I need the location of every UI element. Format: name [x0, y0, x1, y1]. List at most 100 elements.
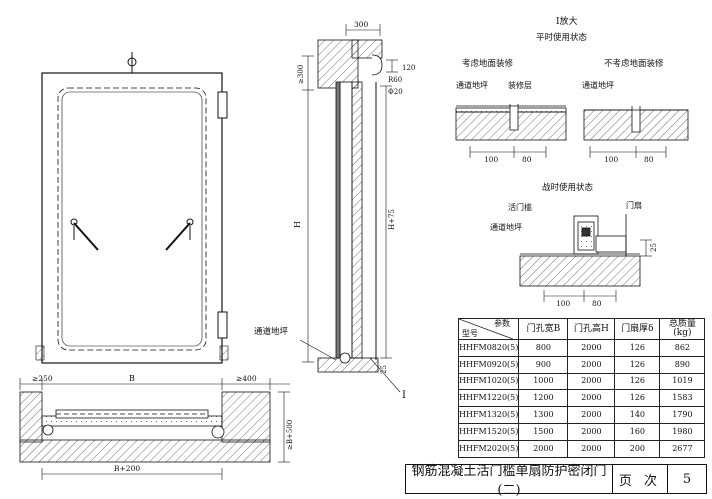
cell-mass: 1583 — [659, 389, 706, 408]
detail-normal-left — [455, 104, 567, 141]
cell-mass: 1790 — [659, 406, 706, 424]
cell-thickness: 126 — [614, 339, 661, 357]
detail-wartime-dims — [543, 239, 652, 302]
dim-80-b: 80 — [644, 155, 654, 164]
plan-dims — [41, 391, 290, 480]
dim-25-section: 25 — [380, 365, 388, 374]
dim-b200: B+200 — [114, 464, 140, 473]
movable-sill-label: 活门槛 — [508, 202, 532, 212]
cell-height: 2000 — [567, 355, 616, 374]
dim-300: 300 — [354, 20, 369, 29]
road-floor-label-1: 通道地坪 — [456, 80, 488, 90]
cell-width: 2000 — [518, 439, 569, 458]
cell-thickness: 126 — [614, 389, 661, 408]
dim-ge400: ≥400 — [236, 374, 257, 383]
col-mass: 总质量(kg) — [659, 318, 706, 340]
page-number: 5 — [682, 471, 692, 487]
cell-width: 1500 — [518, 422, 569, 441]
cell-thickness: 140 — [614, 406, 661, 424]
detail-normal-right — [583, 106, 689, 141]
header-model: 型号 — [462, 329, 478, 338]
drawing-title: 钢筋混凝土活门槛单扇防护密闭门(二) — [406, 464, 613, 498]
cell-thickness: 160 — [614, 422, 661, 441]
detail-normal-dims — [469, 146, 667, 158]
cell-height: 2000 — [567, 339, 616, 357]
cell-thickness: 200 — [614, 439, 661, 458]
finish-layer-label: 装修层 — [508, 80, 532, 90]
dim-r60: R60 — [388, 76, 402, 84]
consider-floor-label: 考虑地面装修 — [462, 58, 514, 69]
cell-thickness: 126 — [614, 372, 661, 391]
dim-h: H — [293, 221, 302, 228]
cell-width: 900 — [518, 355, 569, 374]
col-width: 门孔宽B — [518, 318, 569, 340]
section-dims — [299, 24, 401, 393]
header-param: 参数 — [494, 319, 510, 328]
cell-mass: 890 — [659, 355, 706, 374]
cell-width: 1000 — [518, 372, 569, 391]
col-height: 门孔高H — [567, 318, 616, 340]
cell-mass: 1019 — [659, 372, 706, 391]
cell-model: HHFM1320(5) — [457, 406, 520, 424]
normal-state-label: 平时使用状态 — [536, 32, 588, 43]
door-leaf-label: 门扇 — [626, 200, 642, 210]
cell-height: 2000 — [567, 422, 616, 441]
page-label: 页 次 — [613, 465, 668, 493]
cell-width: 1200 — [518, 389, 569, 408]
cell-mass: 1980 — [659, 422, 706, 441]
cell-height: 2000 — [567, 406, 616, 424]
detail-wartime — [519, 214, 641, 287]
spec-table: 参数 型号 门孔宽B 门孔高H 门扇厚δ 总质量(kg) HHFM0820(5)… — [457, 318, 706, 458]
cell-thickness: 126 — [614, 355, 661, 374]
table-row: HHFM1020(5) 1000 2000 126 1019 — [457, 372, 706, 391]
table-row: HHFM1520(5) 1500 2000 160 1980 — [457, 422, 706, 441]
cell-model: HHFM1220(5) — [457, 389, 520, 408]
cell-model: HHFM2020(5) — [457, 439, 520, 458]
table-row: HHFM0820(5) 800 2000 126 862 — [457, 339, 706, 357]
dim-80-c: 80 — [592, 299, 602, 308]
dim-80-a: 80 — [522, 155, 532, 164]
dim-b500: ≥B+500 — [286, 420, 294, 450]
section-view — [317, 39, 383, 373]
dim-100-a: 100 — [484, 155, 499, 164]
cell-mass: 2677 — [659, 439, 706, 458]
detail-title: I放大 — [556, 15, 578, 27]
table-row: HHFM0920(5) 900 2000 126 890 — [457, 355, 706, 374]
cell-height: 2000 — [567, 389, 616, 408]
dim-100-c: 100 — [556, 299, 571, 308]
section-mark-i: I — [402, 390, 406, 401]
road-floor-label-2: 通道地坪 — [582, 80, 614, 90]
dim-ge250: ≥250 — [32, 374, 53, 383]
cell-model: HHFM0820(5) — [457, 339, 520, 357]
dim-120: 120 — [402, 64, 415, 72]
table-row: HHFM1220(5) 1200 2000 126 1583 — [457, 389, 706, 408]
cell-model: HHFM0920(5) — [457, 355, 520, 374]
road-floor-label-3: 通道地坪 — [490, 222, 522, 232]
col-thickness: 门扇厚δ — [614, 318, 661, 340]
cell-height: 2000 — [567, 372, 616, 391]
plan-view — [19, 391, 271, 463]
title-block: 钢筋混凝土活门槛单扇防护密闭门(二) 页 次 5 — [405, 464, 707, 498]
no-floor-label: 不考虑地面装修 — [604, 58, 664, 69]
table-diag-header: 参数 型号 — [457, 318, 520, 340]
cell-width: 800 — [518, 339, 569, 357]
cell-height: 2000 — [567, 439, 616, 458]
label-road-floor-section: 通道地坪 — [254, 326, 289, 337]
dim-100-b: 100 — [604, 155, 619, 164]
wartime-state-label: 战时使用状态 — [542, 182, 594, 193]
dim-b: B — [129, 374, 135, 383]
cell-model: HHFM1020(5) — [457, 372, 520, 391]
cell-mass: 862 — [659, 339, 706, 357]
front-elevation — [35, 52, 229, 364]
cell-width: 1300 — [518, 406, 569, 424]
dim-phi20: Φ20 — [388, 88, 403, 96]
dim-h75: H+75 — [388, 209, 396, 230]
table-row: HHFM2020(5) 2000 2000 200 2677 — [457, 439, 706, 458]
table-row: HHFM1320(5) 1300 2000 140 1790 — [457, 406, 706, 424]
front-dim-line — [19, 378, 290, 390]
dim-25-detail: 25 — [650, 243, 658, 252]
dim-ge300: ≥300 — [297, 65, 305, 84]
cell-model: HHFM1520(5) — [457, 422, 520, 441]
